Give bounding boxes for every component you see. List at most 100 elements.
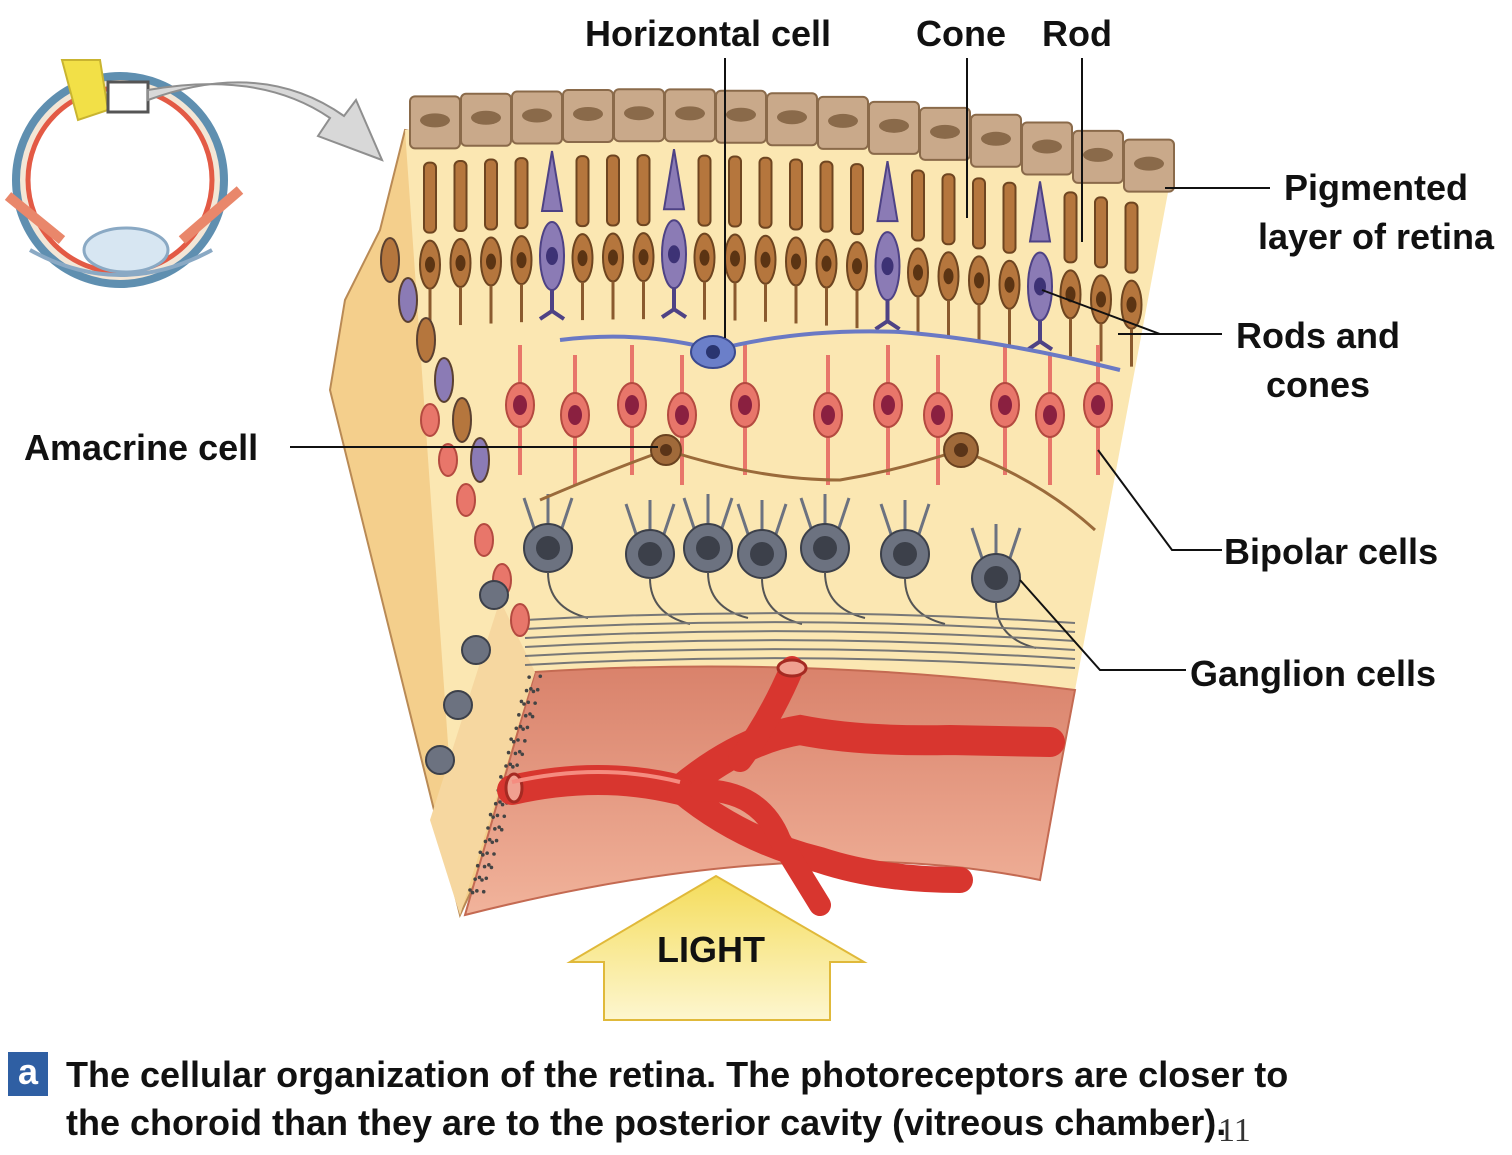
side-speckle bbox=[535, 687, 540, 692]
ganglion-axon bbox=[995, 601, 1037, 649]
side-speckle bbox=[533, 701, 537, 705]
side-speckle bbox=[511, 765, 515, 769]
side-speckle bbox=[511, 739, 516, 744]
bipolar-nucleus bbox=[1091, 395, 1105, 415]
ganglion-nucleus bbox=[813, 536, 837, 560]
side-speckle bbox=[500, 802, 505, 807]
rod-nucleus bbox=[1126, 296, 1137, 313]
bipolar-nucleus bbox=[675, 405, 689, 425]
side-photoreceptor bbox=[380, 237, 400, 283]
side-speckle bbox=[520, 752, 525, 757]
side-ganglion bbox=[425, 745, 455, 775]
side-photoreceptor bbox=[398, 277, 418, 323]
magnify-arrow bbox=[147, 81, 384, 162]
nerve-fiber bbox=[524, 657, 1076, 669]
rod-nucleus bbox=[913, 264, 923, 281]
side-speckle bbox=[517, 749, 522, 754]
side-speckle bbox=[475, 863, 480, 868]
cone-outer-segment bbox=[662, 149, 686, 211]
retina-front-face bbox=[405, 112, 1175, 916]
side-speckle bbox=[525, 725, 530, 730]
side-speckle bbox=[470, 890, 475, 895]
pigment-nucleus bbox=[726, 107, 756, 122]
cone-nucleus bbox=[546, 247, 558, 266]
rod-outer-segment bbox=[1094, 196, 1108, 269]
bipolar-nucleus bbox=[931, 405, 945, 425]
rod-nucleus bbox=[577, 250, 588, 267]
nerve-fiber bbox=[524, 612, 1076, 624]
rod-outer-segment bbox=[453, 160, 468, 233]
side-speckle bbox=[482, 864, 487, 869]
side-speckle bbox=[529, 687, 533, 691]
rod-outer-segment bbox=[575, 155, 590, 228]
side-speckle bbox=[498, 800, 502, 804]
side-speckle bbox=[481, 889, 486, 894]
ganglion-dendrite bbox=[624, 500, 676, 535]
caption-line-1: The cellular organization of the retina.… bbox=[66, 1054, 1289, 1095]
bipolar-nucleus bbox=[881, 395, 895, 415]
rod-outer-segment bbox=[514, 157, 529, 230]
side-speckle bbox=[486, 826, 490, 830]
side-speckle bbox=[504, 764, 508, 768]
side-speckle bbox=[527, 675, 531, 679]
nerve-fiber bbox=[524, 639, 1076, 651]
ganglion-dendrite bbox=[682, 494, 734, 529]
pigment-nucleus bbox=[1083, 147, 1113, 162]
side-speckle bbox=[488, 812, 493, 817]
rod-nucleus bbox=[455, 255, 466, 272]
inset-zoom-box bbox=[106, 80, 150, 114]
pigment-nucleus bbox=[879, 118, 909, 133]
rod-nucleus bbox=[943, 268, 954, 285]
bipolar-nucleus bbox=[998, 395, 1012, 415]
pigment-nucleus bbox=[981, 131, 1011, 146]
side-photoreceptor bbox=[470, 437, 490, 483]
side-speckle bbox=[515, 763, 519, 767]
side-photoreceptor bbox=[416, 317, 436, 363]
ganglion-nucleus bbox=[638, 542, 662, 566]
side-bipolar bbox=[474, 523, 494, 557]
side-speckle bbox=[517, 713, 521, 717]
ganglion-axon bbox=[824, 571, 866, 619]
side-speckle bbox=[514, 726, 519, 731]
ganglion-nucleus bbox=[984, 566, 1008, 590]
page-number: 11 bbox=[1218, 1112, 1251, 1149]
cone-outer-segment bbox=[876, 160, 899, 223]
bipolar-layer bbox=[505, 345, 1113, 485]
side-speckle bbox=[519, 699, 524, 704]
ganglion-dendrite bbox=[799, 494, 851, 529]
label-rod: Rod bbox=[1042, 13, 1112, 54]
side-speckle bbox=[521, 727, 525, 731]
side-speckle bbox=[523, 713, 528, 718]
rod-nucleus bbox=[974, 272, 984, 289]
rod-nucleus bbox=[821, 255, 832, 272]
pigment-nucleus bbox=[777, 110, 807, 125]
rod-nucleus bbox=[608, 249, 618, 266]
ganglion-axon bbox=[904, 577, 946, 625]
side-cross-section-cells bbox=[380, 237, 543, 895]
ganglion-axon bbox=[649, 577, 691, 625]
side-speckle bbox=[489, 865, 494, 870]
rod-outer-segment bbox=[789, 158, 803, 231]
side-speckle bbox=[522, 702, 526, 706]
side-speckle bbox=[509, 737, 513, 741]
rod-outer-segment bbox=[941, 173, 956, 246]
side-speckle bbox=[497, 825, 501, 829]
bipolar-nucleus bbox=[1043, 405, 1057, 425]
side-speckle bbox=[493, 801, 498, 806]
side-speckle bbox=[506, 750, 511, 755]
rod-outer-segment bbox=[850, 163, 864, 236]
side-speckle bbox=[531, 689, 536, 694]
side-speckle bbox=[475, 889, 479, 893]
side-speckle bbox=[508, 762, 513, 767]
bipolar-nucleus bbox=[625, 395, 639, 415]
side-speckle bbox=[492, 852, 496, 856]
figure-badge: a bbox=[8, 1052, 48, 1096]
bipolar-nucleus bbox=[513, 395, 527, 415]
pigment-nucleus bbox=[522, 108, 552, 123]
rod-nucleus bbox=[638, 249, 649, 266]
label-pigmented-layer: Pigmented layer of retina bbox=[1240, 164, 1512, 261]
side-speckle bbox=[526, 700, 531, 705]
cone-pedicle bbox=[538, 289, 566, 321]
cone-outer-segment bbox=[540, 150, 564, 213]
ganglion-nucleus bbox=[696, 536, 720, 560]
